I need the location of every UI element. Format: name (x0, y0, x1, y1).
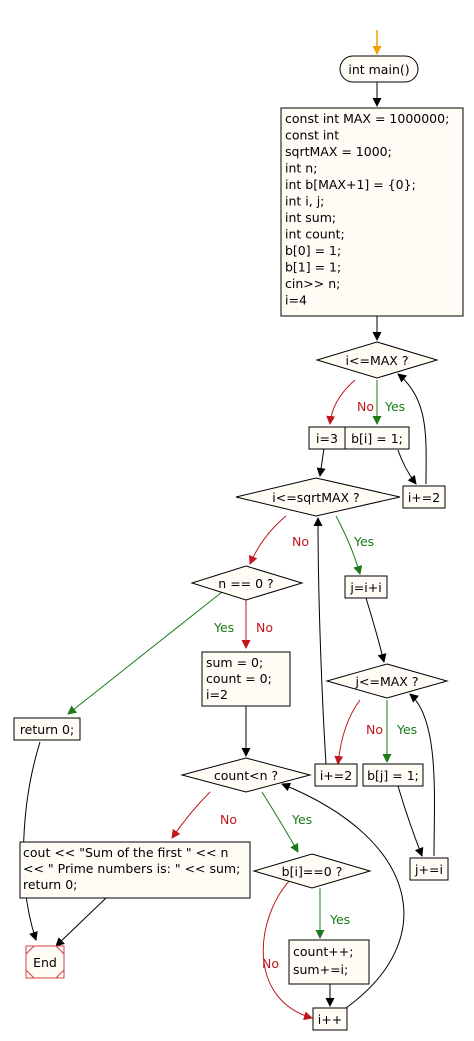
init-line: int b[MAX+1] = {0}; (285, 177, 416, 192)
decision-label: j<=MAX ? (355, 674, 419, 689)
edge-bi-iplus2 (397, 449, 417, 485)
yes-label: Yes (213, 620, 234, 635)
edge-n-yes (67, 591, 223, 715)
yes-label: Yes (353, 534, 374, 549)
init-line: b[1] = 1; (285, 260, 341, 275)
process-i-3: i=3 (308, 426, 346, 450)
cout-line: cout << "Sum of the first " << n (23, 845, 228, 860)
end-node: End (25, 945, 65, 979)
process-j-plus-i: j+=i (409, 857, 449, 881)
process-label: j+=i (414, 862, 443, 877)
cout-block: cout << "Sum of the first " << n << " Pr… (19, 841, 251, 899)
process-i-plus-2-a: i+=2 (402, 485, 446, 509)
decision-b-i-eq-0: b[i]==0 ? (252, 853, 372, 889)
init-line: b[0] = 1; (285, 243, 341, 258)
decision-label: i<=MAX ? (346, 353, 409, 368)
yes-label: Yes (291, 812, 312, 827)
edge-ipp-loop (281, 782, 405, 1009)
edge-iplus2b-loop (313, 517, 327, 765)
decision-label: count<n ? (214, 768, 278, 783)
decision-label: b[i]==0 ? (282, 864, 343, 879)
cout-line: << " Prime numbers is: " << sum; (23, 861, 240, 876)
process-label: return 0; (20, 722, 74, 737)
init-block: const int MAX = 1000000; const int sqrtM… (280, 107, 464, 317)
edge-count-no (171, 791, 211, 839)
init-line: int count; (285, 227, 345, 242)
no-label: No (220, 812, 237, 827)
end-label: End (33, 955, 57, 970)
decision-label: i<=sqrtMAX ? (272, 490, 359, 505)
process-label: j=i+i (349, 580, 381, 595)
init-line: int sum; (285, 210, 336, 225)
edge-dec2-yes (335, 515, 363, 575)
decision-label: n == 0 ? (218, 576, 273, 591)
process-j-i-i: j=i+i (344, 575, 388, 599)
init2-line: count = 0; (206, 671, 272, 686)
no-label: No (262, 956, 279, 971)
no-label: No (256, 620, 273, 635)
init-line: int n; (285, 161, 317, 176)
init2-block: sum = 0; count = 0; i=2 (201, 651, 291, 707)
init-line: sqrtMAX = 1000; (285, 144, 392, 159)
process-label: i++ (318, 1012, 342, 1027)
decision-n-eq-0: n == 0 ? (190, 565, 304, 601)
init2-line: i=2 (206, 687, 228, 702)
edge-dec1-no (326, 379, 356, 425)
edge-return-end (23, 741, 41, 941)
yes-label: Yes (329, 912, 350, 927)
edge-bj-jplusi (397, 785, 424, 857)
decision-j-le-max: j<=MAX ? (325, 663, 449, 699)
process-label: i+=2 (408, 490, 440, 505)
no-label: No (366, 722, 383, 737)
edge-count-yes (261, 791, 299, 853)
init2-line: sum = 0; (206, 655, 263, 670)
start-node: int main() (339, 55, 419, 83)
process-label: i+=2 (320, 768, 352, 783)
process-b-j-set: b[j] = 1; (362, 763, 424, 787)
init-line: i=4 (285, 293, 307, 308)
process-label: b[i] = 1; (351, 431, 403, 446)
process-label: i=3 (316, 431, 338, 446)
process-i-inc: i++ (312, 1007, 348, 1031)
yes-label: Yes (384, 399, 405, 414)
init-line: const int (285, 128, 339, 143)
edge-dec3-no (334, 699, 361, 765)
process-b-i-set: b[i] = 1; (344, 426, 410, 450)
no-label: No (357, 399, 374, 414)
no-label: No (292, 534, 309, 549)
edge-cout-end (55, 897, 107, 947)
process-return-0: return 0; (13, 717, 81, 741)
edge-i3-dec2 (316, 447, 326, 477)
edge-b-no (262, 879, 313, 1021)
init-line: cin>> n; (285, 276, 340, 291)
start-label: int main() (348, 62, 409, 77)
edge-jplusi-loop (409, 693, 435, 857)
edge-iplus2-loop (397, 373, 427, 485)
cout-line: return 0; (23, 877, 77, 892)
init-line: const int MAX = 1000000; (285, 111, 449, 126)
process-label: b[j] = 1; (367, 768, 419, 783)
count-line: sum+=i; (293, 962, 348, 977)
decision-i-le-max: i<=MAX ? (315, 341, 439, 379)
init-line: int i, j; (285, 194, 324, 209)
count-inc-block: count++; sum+=i; (288, 939, 370, 985)
decision-i-le-sqrtmax: i<=sqrtMAX ? (235, 477, 401, 517)
edge-jii-dec3 (365, 597, 387, 663)
edge-dec2-no (249, 515, 287, 565)
count-line: count++; (293, 944, 353, 959)
process-i-plus-2-b: i+=2 (314, 763, 358, 787)
yes-label: Yes (396, 722, 417, 737)
decision-count-lt-n: count<n ? (180, 757, 312, 793)
